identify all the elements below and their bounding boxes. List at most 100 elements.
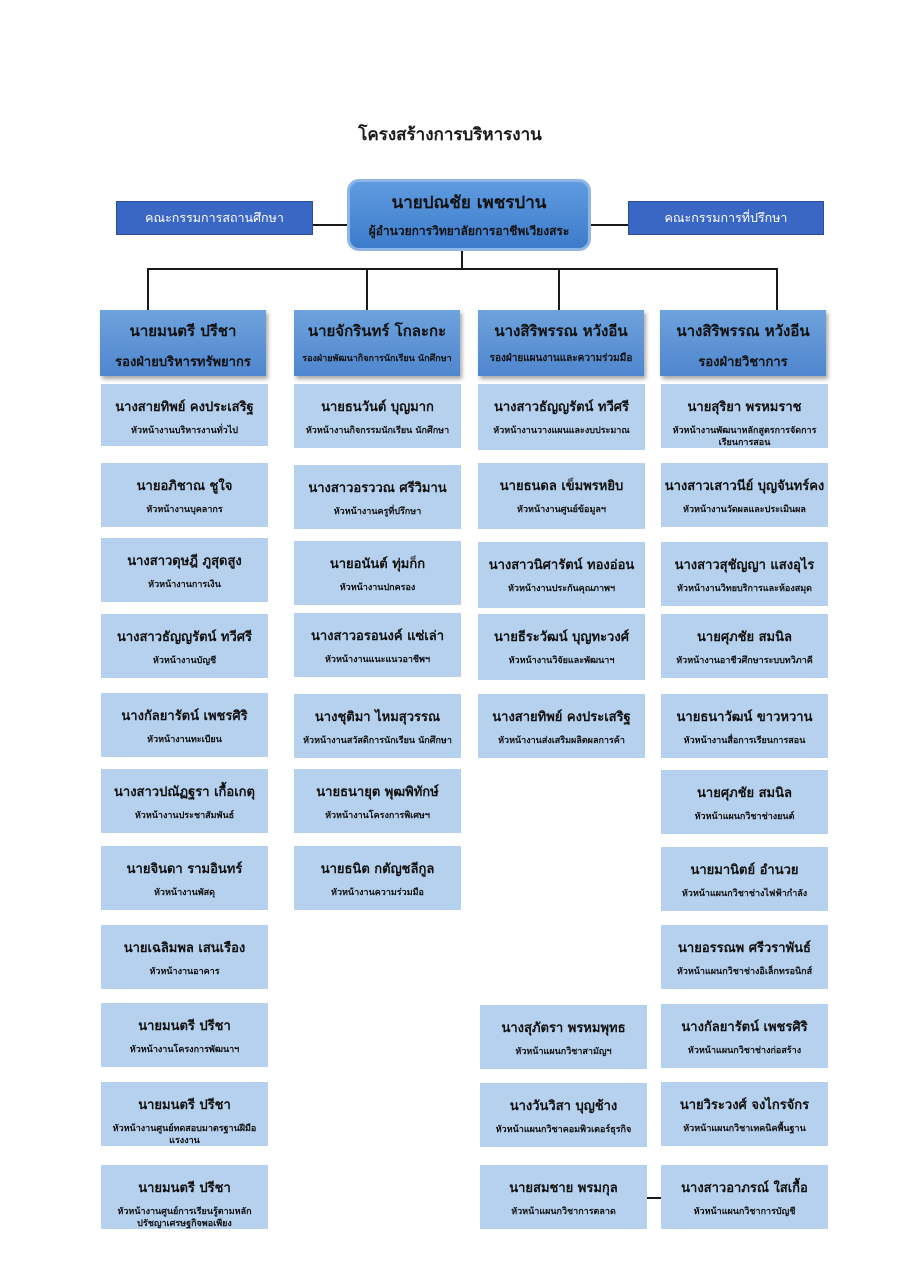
staff-card: นายศุภชัย สมนิลหัวหน้างานอาชีวศึกษาระบบท… <box>661 614 828 678</box>
staff-name: นางสาวปณัฏฐรา เกื้อเกตุ <box>114 785 255 800</box>
staff-name: นายวิระวงศ์ จงไกรจักร <box>679 1098 810 1113</box>
staff-card: นางสาวธัญญรัตน์ ทวีศรีหัวหน้างานบัญชี <box>101 614 268 678</box>
staff-role: หัวหน้างานอาคาร <box>149 967 220 977</box>
staff-card: นางสายทิพย์ คงประเสริฐหัวหน้างานบริหารงา… <box>101 384 268 446</box>
staff-name: นางชุติมา ไหมสุวรรณ <box>314 710 441 725</box>
staff-card: นายศุภชัย สมนิลหัวหน้าแผนกวิชาช่างยนต์ <box>661 770 828 834</box>
staff-name: นางสาวสุชัญญา แสงอุไร <box>674 558 815 573</box>
staff-card: นายวิระวงศ์ จงไกรจักรหัวหน้าแผนกวิชาเทคน… <box>661 1082 828 1146</box>
staff-name: นายธนายุต พุฒพิทักษ์ <box>316 785 439 800</box>
department-head-box: นางสิริพรรณ หวังอีนรองฝ่ายวิชาการ <box>660 310 826 376</box>
staff-card: นางสุภัตรา พรหมพุทธหัวหน้าแผนกวิชาสามัญฯ <box>480 1005 647 1069</box>
staff-role: หัวหน้างานสื่อการเรียนการสอน <box>683 736 806 746</box>
staff-card: นายธนวันต์ บุญมากหัวหน้างานกิจกรรมนักเรี… <box>294 384 461 448</box>
staff-role: หัวหน้างานการเงิน <box>148 580 221 590</box>
director-role: ผู้อำนวยการวิทยาลัยการอาชีพเวียงสระ <box>368 224 570 238</box>
department-head-name: นางสิริพรรณ หวังอีน <box>494 322 628 340</box>
staff-role: หัวหน้างานทะเบียน <box>147 735 222 745</box>
staff-role: หัวหน้างานพัสดุ <box>154 888 215 898</box>
staff-role: หัวหน้างานศูนย์ทดสอบมาตรฐานฝีมือแรงงาน <box>112 1124 257 1146</box>
staff-role: หัวหน้างานประกันคุณภาพฯ <box>507 584 616 594</box>
staff-role: หัวหน้างานแนะแนวอาชีพฯ <box>324 655 431 665</box>
staff-role: หัวหน้าแผนกวิชาคอมพิวเตอร์ธุรกิจ <box>495 1125 632 1135</box>
connector-col4 <box>776 268 778 310</box>
staff-name: นางสาวอาภรณ์ ใสเกื้อ <box>681 1181 808 1196</box>
staff-card: นายธีระวัฒน์ บุญทะวงศ์หัวหน้างานวิจัยและ… <box>478 614 645 680</box>
page-title: โครงสร้างการบริหารงาน <box>358 125 542 145</box>
staff-card: นายสมชาย พรมกุลหัวหน้าแผนกวิชาการตลาด <box>480 1165 647 1229</box>
department-head-name: นายมนตรี ปรีชา <box>129 322 237 340</box>
staff-name: นางสุภัตรา พรหมพุทธ <box>501 1021 626 1036</box>
connector-right-committee <box>591 224 628 226</box>
staff-name: นางกัลยารัตน์ เพชรศิริ <box>681 1020 808 1035</box>
staff-role: หัวหน้าแผนกวิชาช่างยนต์ <box>694 812 795 822</box>
staff-name: นายสุริยา พรหมราช <box>687 400 802 415</box>
staff-name: นายอภิชาณ ชูใจ <box>136 479 233 494</box>
staff-card: นางชุติมา ไหมสุวรรณหัวหน้างานสวัสดิการนั… <box>294 694 461 758</box>
connector-left-committee <box>312 224 347 226</box>
staff-name: นางสาวนิศารัตน์ ทองอ่อน <box>488 558 635 573</box>
staff-card: นางสาวอาภรณ์ ใสเกื้อหัวหน้าแผนกวิชาการบั… <box>661 1165 828 1229</box>
staff-card: นางสาวอรอนงค์ แซ่เล่าหัวหน้างานแนะแนวอาช… <box>294 613 461 677</box>
staff-card: นางกัลยารัตน์ เพชรศิริหัวหน้าแผนกวิชาช่า… <box>661 1004 828 1068</box>
staff-name: นายธนิต กตัญชลีกูล <box>320 862 435 877</box>
staff-role: หัวหน้าแผนกวิชาช่างก่อสร้าง <box>687 1046 802 1056</box>
school-committee-box: คณะกรรมการสถานศึกษา <box>116 201 313 235</box>
staff-name: นางสาวธัญญรัตน์ ทวีศรี <box>493 400 630 415</box>
staff-name: นางสาวดุษฎี ภูสุดสูง <box>127 554 242 569</box>
staff-role: หัวหน้างานศูนย์ข้อมูลฯ <box>517 505 606 515</box>
staff-name: นางวันวิสา บุญช้าง <box>509 1099 618 1114</box>
staff-role: หัวหน้างานวางแผนและงบประมาณ <box>493 426 630 436</box>
connector-col1 <box>147 268 149 310</box>
department-head-role: รองฝ่ายวิชาการ <box>698 355 788 370</box>
connector-col2 <box>366 268 368 310</box>
staff-role: หัวหน้างานโครงการพัฒนาฯ <box>129 1045 240 1055</box>
staff-role: หัวหน้าแผนกวิชาช่างไฟฟ้ากำลัง <box>681 889 808 899</box>
staff-card: นายธนายุต พุฒพิทักษ์หัวหน้างานโครงการพิเ… <box>294 769 461 833</box>
staff-card: นายมนตรี ปรีชาหัวหน้างานศูนย์ทดสอบมาตรฐา… <box>101 1082 268 1146</box>
staff-name: นายศุภชัย สมนิล <box>697 630 792 645</box>
staff-name: นางสาวเสาวนีย์ บุญจันทร์คง <box>664 479 825 494</box>
staff-role: หัวหน้างานศูนย์การเรียนรู้ตามหลักปรัชญาเ… <box>117 1207 252 1229</box>
staff-name: นายธนาวัฒน์ ขาวหวาน <box>676 710 813 725</box>
staff-role: หัวหน้างานปกครอง <box>339 583 416 593</box>
staff-name: นายมนตรี ปรีชา <box>138 1098 231 1113</box>
staff-card: นางสายทิพย์ คงประเสริฐหัวหน้างานส่งเสริม… <box>478 694 645 758</box>
staff-card: นางสาวนิศารัตน์ ทองอ่อนหัวหน้างานประกันค… <box>478 542 645 608</box>
staff-card: นางกัลยารัตน์ เพชรศิริหัวหน้างานทะเบียน <box>101 693 268 757</box>
staff-name: นายสมชาย พรมกุล <box>509 1181 618 1196</box>
staff-card: นายมนตรี ปรีชาหัวหน้างานโครงการพัฒนาฯ <box>101 1003 268 1067</box>
staff-role: หัวหน้างานบริหารงานทั่วไป <box>131 426 238 436</box>
staff-name: นายศุภชัย สมนิล <box>697 786 792 801</box>
staff-role: หัวหน้างานวัดผลและประเมินผล <box>683 505 806 515</box>
staff-card: นางสาวธัญญรัตน์ ทวีศรีหัวหน้างานวางแผนแล… <box>478 384 645 450</box>
staff-role: หัวหน้าแผนกวิชาช่างอิเล็กทรอนิกส์ <box>676 967 813 977</box>
staff-role: หัวหน้างานวิทยบริการและห้องสมุด <box>676 584 813 594</box>
staff-card: นางสาวเสาวนีย์ บุญจันทร์คงหัวหน้างานวัดผ… <box>661 463 828 527</box>
staff-role: หัวหน้างานความร่วมมือ <box>331 888 424 898</box>
staff-card: นายอนันต์ ทุ่มก็กหัวหน้างานปกครอง <box>294 541 461 605</box>
staff-card: นายจินดา รามอินทร์หัวหน้างานพัสดุ <box>101 846 268 910</box>
staff-card: นายธนาวัฒน์ ขาวหวานหัวหน้างานสื่อการเรีย… <box>661 694 828 758</box>
department-head-box: นางสิริพรรณ หวังอีนรองฝ่ายแผนงานและความร… <box>478 310 644 376</box>
staff-name: นายจินดา รามอินทร์ <box>126 862 243 877</box>
staff-card: นางสาวอรววณ ศรีวิมานหัวหน้างานครูที่ปรึก… <box>294 465 461 529</box>
staff-card: นายมานิตย์ อำนวยหัวหน้าแผนกวิชาช่างไฟฟ้า… <box>661 847 828 911</box>
connector-horizontal <box>147 268 778 270</box>
staff-name: นายมนตรี ปรีชา <box>138 1019 231 1034</box>
department-head-role: รองฝ่ายบริหารทรัพยากร <box>115 355 251 370</box>
staff-name: นายธีระวัฒน์ บุญทะวงศ์ <box>494 630 629 645</box>
department-head-box: นายมนตรี ปรีชารองฝ่ายบริหารทรัพยากร <box>100 310 266 376</box>
staff-role: หัวหน้างานครูที่ปรึกษา <box>333 507 422 517</box>
staff-role: หัวหน้าแผนกวิชาการตลาด <box>511 1207 616 1217</box>
staff-role: หัวหน้างานบุคลากร <box>146 505 223 515</box>
connector-director-down <box>461 251 463 269</box>
staff-card: นายมนตรี ปรีชาหัวหน้างานศูนย์การเรียนรู้… <box>101 1165 268 1229</box>
staff-name: นายธนดล เข็มพรหยิบ <box>499 479 624 494</box>
staff-card: นางสาวดุษฎี ภูสุดสูงหัวหน้างานการเงิน <box>101 538 268 602</box>
staff-card: นางวันวิสา บุญช้างหัวหน้าแผนกวิชาคอมพิวเ… <box>480 1083 647 1147</box>
department-head-box: นายจักรินทร์ โกละกะรองฝ่ายพัฒนากิจการนัก… <box>294 310 460 376</box>
staff-role: หัวหน้างานกิจกรรมนักเรียน นักศึกษา <box>305 426 450 436</box>
staff-card: นายธนดล เข็มพรหยิบหัวหน้างานศูนย์ข้อมูลฯ <box>478 463 645 529</box>
staff-name: นางสาวธัญญรัตน์ ทวีศรี <box>116 630 253 645</box>
